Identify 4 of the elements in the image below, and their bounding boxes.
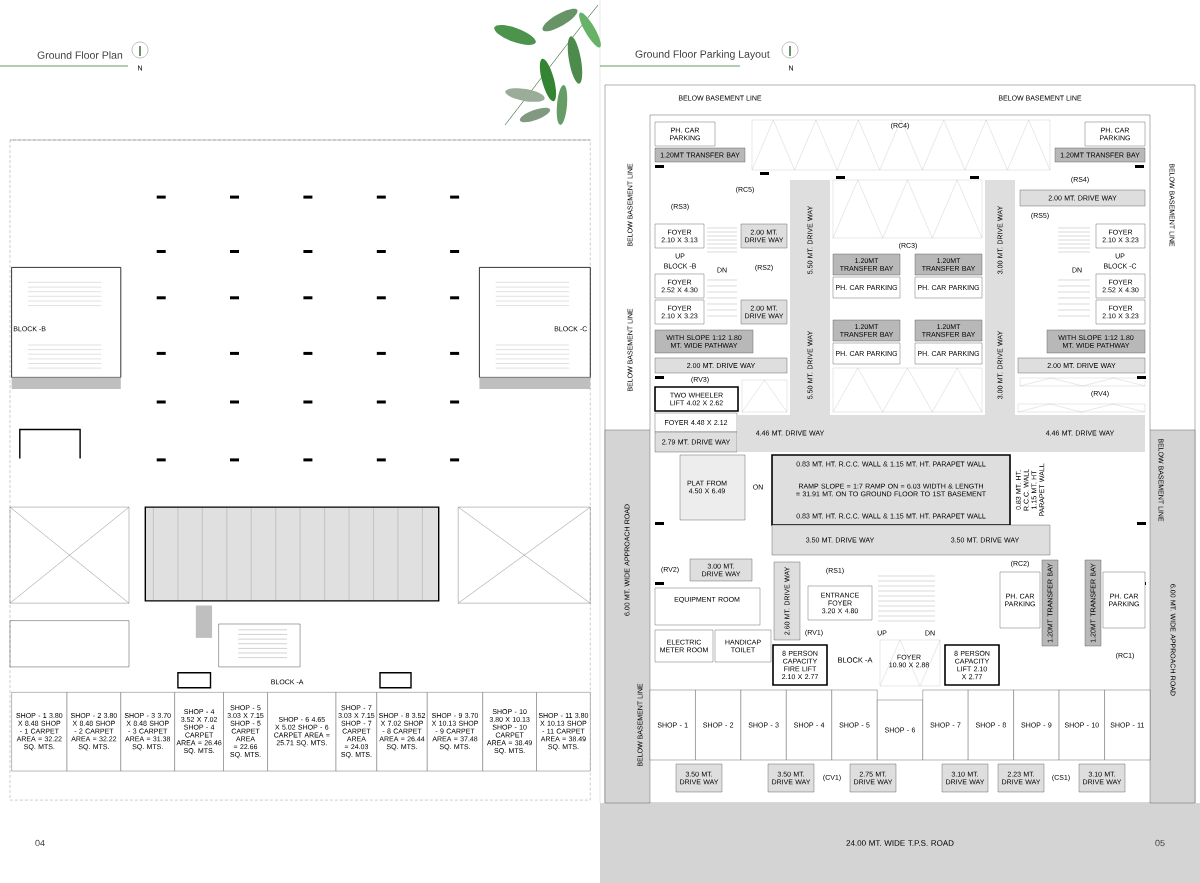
page-number: 05 xyxy=(1155,839,1165,847)
page-title: Ground Floor Plan xyxy=(37,51,123,59)
page-title: Ground Floor Parking Layout xyxy=(635,50,770,60)
page-number: 04 xyxy=(35,839,45,847)
